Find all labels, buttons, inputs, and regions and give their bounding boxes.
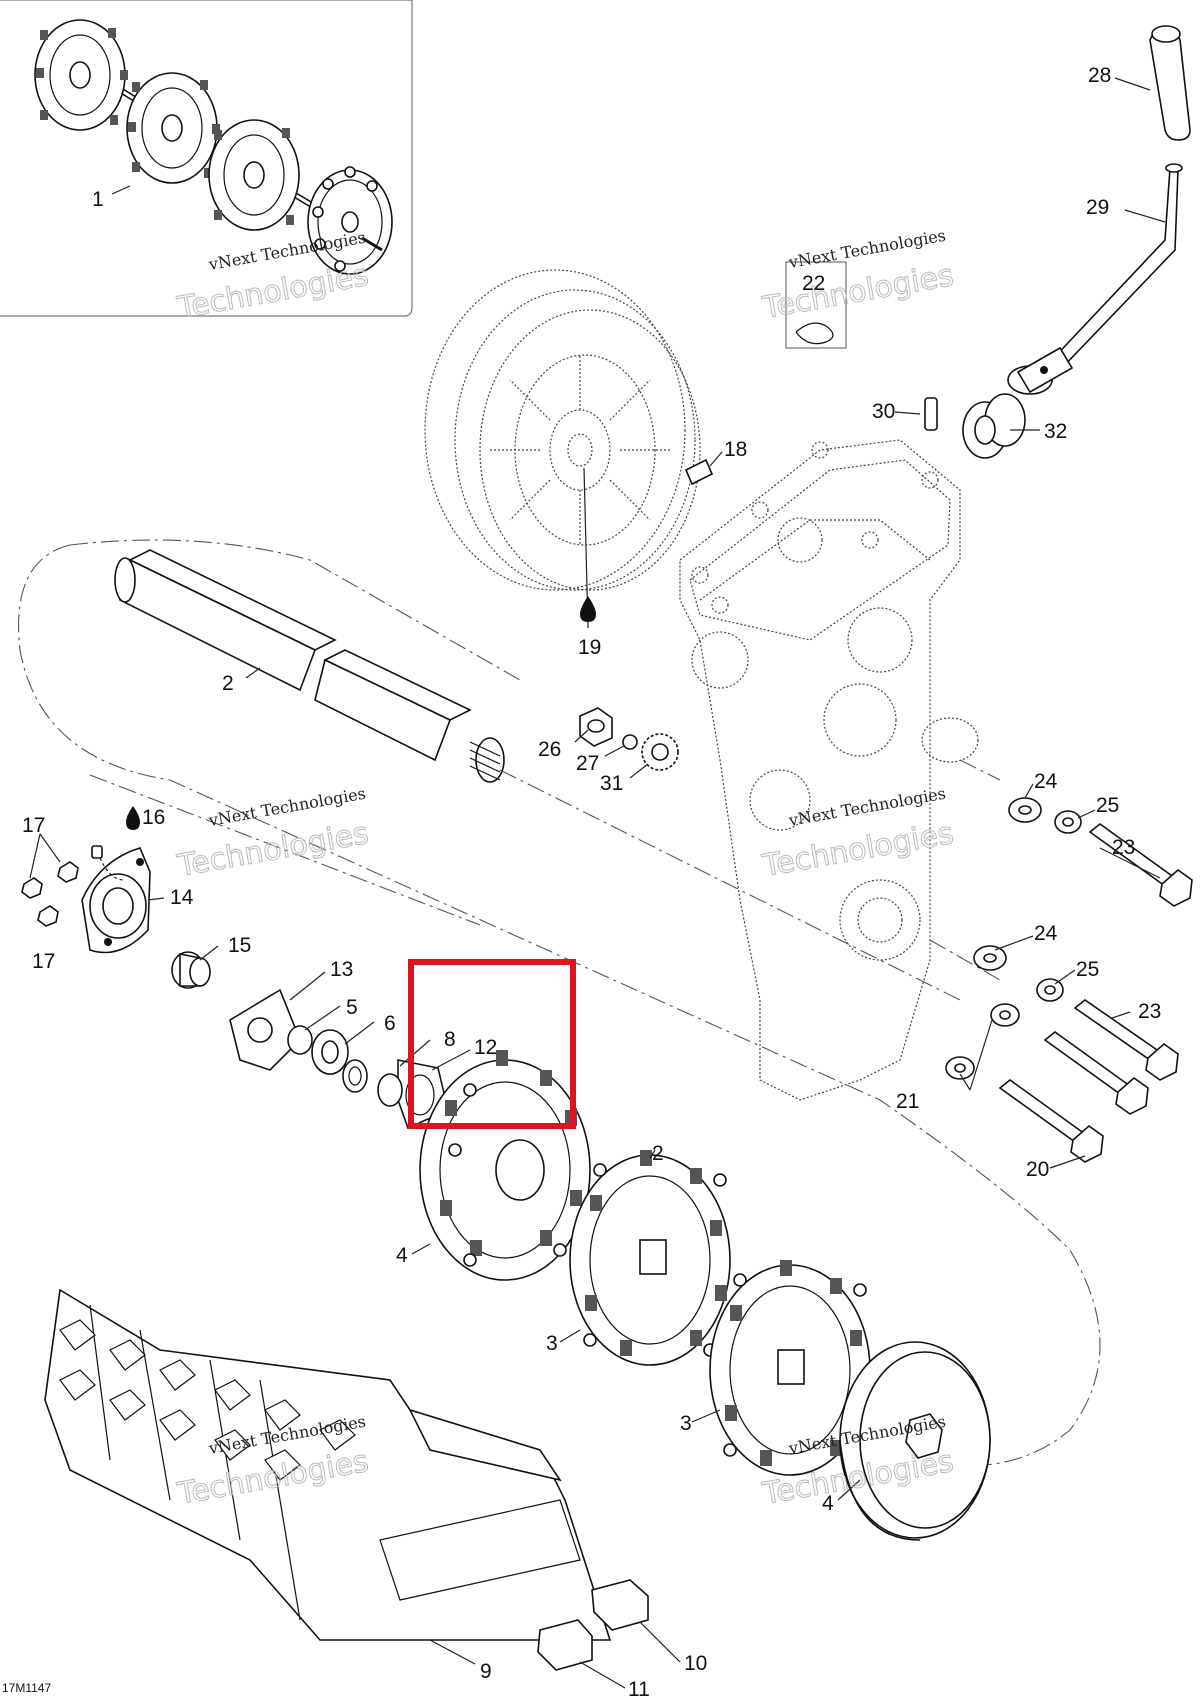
part-20-bolt-b — [998, 1078, 1104, 1163]
callout-27: 27 — [576, 752, 599, 775]
callout-9: 9 — [480, 1660, 492, 1683]
part-6-bearing — [311, 1029, 349, 1075]
inset-sprocket-1 — [34, 19, 128, 131]
part-21-washer-b — [945, 1056, 975, 1080]
part-22-clip — [785, 261, 847, 349]
part-29-tool-rod — [1007, 163, 1183, 395]
part-18-key — [684, 458, 714, 486]
inset-end-wheel — [307, 166, 393, 275]
callout-2-sprocket: 2 — [652, 1142, 664, 1165]
oil-drop-icon — [580, 596, 596, 622]
watermark-mid-left: vNext Technologies Technologies — [174, 784, 372, 885]
callout-28: 28 — [1088, 64, 1111, 87]
callout-6: 6 — [384, 1012, 396, 1035]
callout-24-lower: 24 — [1034, 922, 1058, 945]
part-31-sprocket-small — [641, 733, 679, 771]
part-28-handle-grip — [1149, 25, 1191, 141]
callout-10: 10 — [684, 1652, 707, 1675]
chaincase-housing — [679, 439, 1001, 1101]
callout-26: 26 — [538, 738, 561, 761]
leader-lines — [29, 77, 1166, 1689]
highlight-box — [408, 959, 576, 1129]
reference-code: 17M1147 — [2, 1681, 51, 1695]
part-25-lockwasher-upper — [1054, 810, 1082, 834]
drive-shaft — [114, 549, 961, 1001]
inset-sprocket-2 — [126, 72, 220, 184]
part-10-slider-clip — [591, 1579, 649, 1631]
part-3-middle-sprocket-b — [709, 1260, 871, 1476]
callout-3-a: 3 — [546, 1332, 558, 1355]
callout-17-top: 17 — [22, 814, 45, 837]
inset-axle-assembly — [34, 19, 393, 275]
svg-text:Technologies: Technologies — [759, 258, 956, 326]
shaft-splines — [469, 741, 501, 781]
part-5-seal — [287, 1025, 313, 1055]
inset-panel — [0, 0, 413, 317]
part-9-track-belt — [44, 1288, 612, 1641]
callout-25-upper: 25 — [1096, 794, 1119, 817]
callout-4-right: 4 — [822, 1492, 834, 1515]
callout-24-upper: 24 — [1034, 770, 1058, 793]
callout-3-b: 3 — [680, 1412, 692, 1435]
callout-20: 20 — [1026, 1158, 1049, 1181]
callout-11: 11 — [628, 1678, 650, 1697]
part-24-washer-upper — [1008, 797, 1042, 823]
part-23-bolt-upper — [1088, 822, 1193, 907]
part-4-outer-sprocket-left — [419, 1050, 591, 1281]
part-26-nut — [579, 707, 613, 747]
ghost-driven-pulley — [424, 269, 701, 591]
part-3-middle-sprocket-a — [569, 1150, 731, 1366]
callout-30: 30 — [872, 400, 895, 423]
track-path-outline — [18, 539, 1101, 1467]
callout-13: 13 — [330, 958, 353, 981]
callout-22: 22 — [802, 272, 825, 295]
callout-5: 5 — [346, 996, 358, 1019]
callout-25-lower: 25 — [1076, 958, 1099, 981]
callout-1: 1 — [92, 188, 104, 211]
callout-29: 29 — [1086, 196, 1109, 219]
part-23-bolt-lower — [1073, 999, 1179, 1081]
part-30-dowel-pin — [924, 397, 938, 431]
svg-text:Technologies: Technologies — [174, 816, 371, 884]
part-32-bushing — [962, 393, 1026, 459]
callout-2-shaft: 2 — [222, 672, 234, 695]
callout-23-upper: 23 — [1112, 836, 1135, 859]
callout-8: 8 — [444, 1028, 456, 1051]
part-4-outer-wheel-right — [839, 1341, 991, 1541]
callout-4-left: 4 — [396, 1244, 408, 1267]
part-13-plate — [229, 988, 301, 1071]
part-15-bushing — [171, 951, 211, 989]
callout-17-bottom: 17 — [32, 950, 55, 973]
callout-32: 32 — [1044, 420, 1067, 443]
callout-21: 21 — [896, 1090, 919, 1113]
callout-14: 14 — [170, 886, 194, 909]
callout-23-lower: 23 — [1138, 1000, 1161, 1023]
callout-16: 16 — [142, 806, 165, 829]
watermark-top-left: vNext Technologies Technologies — [174, 228, 372, 327]
part-24-washer-lower — [973, 945, 1007, 971]
callout-labels: 1 2 2 3 3 4 4 5 6 8 9 10 11 12 13 14 15 … — [22, 64, 1161, 1697]
callout-12: 12 — [474, 1036, 497, 1059]
svg-text:Technologies: Technologies — [759, 816, 956, 884]
watermark-top-right: vNext Technologies Technologies — [759, 226, 957, 327]
part-8-ring — [342, 1059, 368, 1093]
track-lugs — [59, 1319, 356, 1481]
watermark-mid-right: vNext Technologies Technologies — [759, 784, 957, 885]
callout-15: 15 — [228, 934, 251, 957]
part-25-lockwasher-lower — [1036, 978, 1064, 1002]
callout-18: 18 — [724, 438, 747, 461]
callout-19: 19 — [578, 636, 601, 659]
part-16-grease-fitting — [91, 845, 125, 881]
part-11-slider-clip — [537, 1619, 593, 1671]
part-14-bearing-housing — [81, 847, 151, 954]
part-21-washer-a — [990, 1003, 1020, 1027]
part-17-nuts — [21, 861, 79, 927]
inset-sprocket-3 — [208, 119, 300, 231]
part-27-washer — [622, 734, 638, 750]
part-20-bolt-a — [1043, 1030, 1149, 1115]
callout-31: 31 — [600, 772, 623, 795]
oil-drop-icon — [126, 806, 140, 830]
